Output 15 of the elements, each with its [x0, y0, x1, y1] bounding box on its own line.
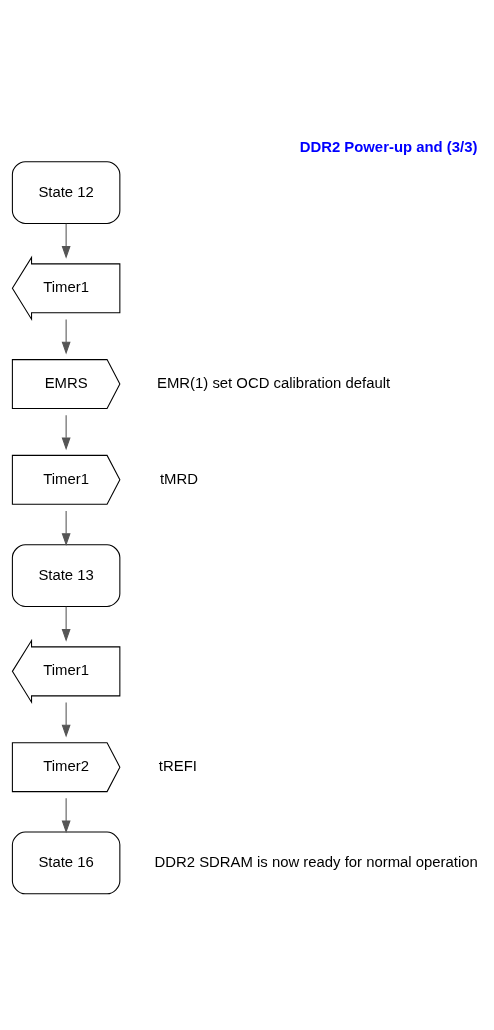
arrow: [61, 701, 71, 738]
node-box: State 16: [11, 831, 121, 894]
node-label: DDR2 SDRAM is now ready for normal operation: [154, 853, 478, 870]
node-label: tREFI: [158, 757, 197, 774]
diagram-title: DDR2 Power-up and (3/3): [299, 138, 478, 155]
arrow: [61, 605, 71, 642]
arrow: [61, 510, 71, 546]
arrow: [61, 222, 71, 259]
arrow: [61, 797, 71, 833]
node-box: State 12: [11, 160, 121, 224]
node-label: tMRD: [159, 470, 198, 487]
arrow: [61, 414, 71, 450]
arrow: [61, 318, 71, 355]
node-box: State 13: [11, 543, 121, 607]
node-label: EMR(1) set OCD calibration default: [157, 374, 391, 391]
